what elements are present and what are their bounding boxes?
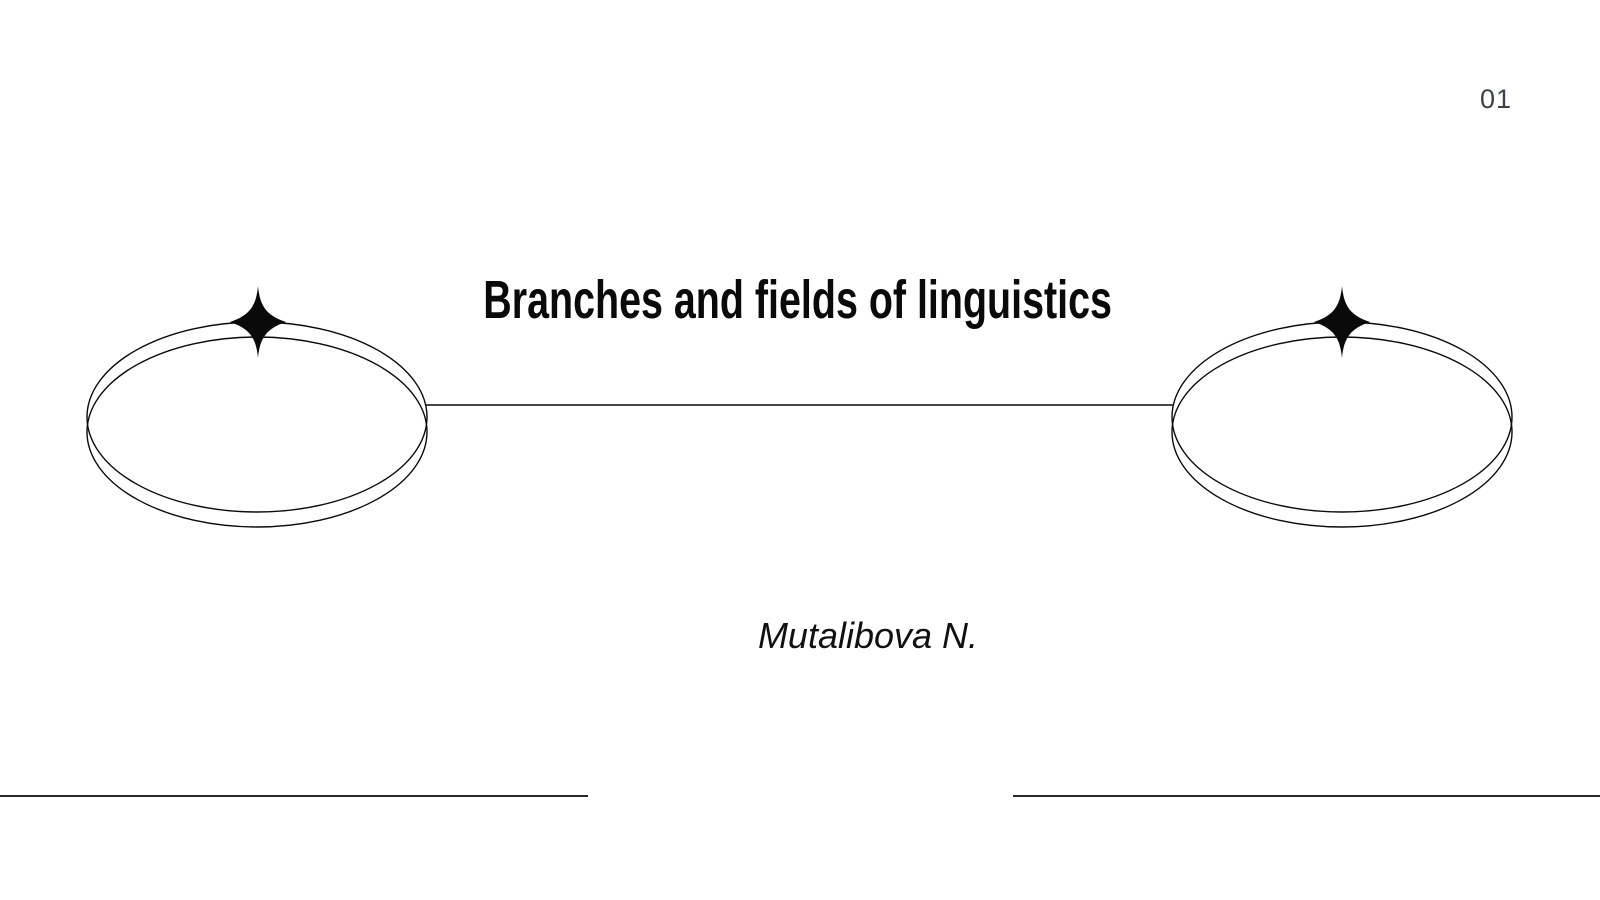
title-row: Branches and fields of linguistics xyxy=(0,273,1596,327)
page-number: 01 xyxy=(1479,84,1512,114)
orbit-rings-left xyxy=(86,321,428,528)
sparkle-icon xyxy=(230,286,286,358)
sparkle-icon xyxy=(1314,286,1370,358)
footer-rule-right xyxy=(1013,795,1600,797)
slide-title: Branches and fields of linguistics xyxy=(483,270,1113,330)
author-name: Mutalibova N. xyxy=(757,615,979,656)
footer-rule-left xyxy=(0,795,588,797)
